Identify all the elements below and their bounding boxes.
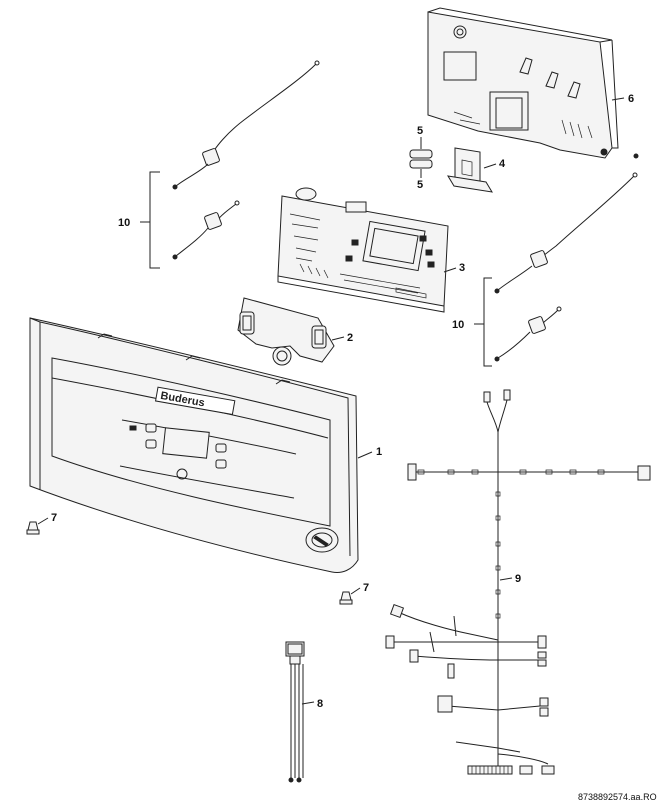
callout-label-7-left: 7: [51, 512, 57, 524]
callout-label-5-top: 5: [417, 125, 423, 137]
callout-label-1: 1: [376, 446, 382, 458]
document-reference: 8738892574.aa.RO: [578, 792, 657, 802]
screw-part-7-left: [26, 521, 40, 535]
button-holder-part-2: [237, 297, 335, 366]
sensor-cable-part-10-right-upper: [494, 172, 638, 294]
callout-label-7-right: 7: [363, 582, 369, 594]
sensor-cable-part-10-right-lower: [494, 306, 562, 362]
callout-label-10-left: 10: [118, 217, 130, 229]
bracket-part-4: [447, 147, 493, 193]
wiring-harness-part-9: [385, 389, 651, 775]
callout-label-2: 2: [347, 332, 353, 344]
fuse-part-5-bottom: [409, 159, 433, 169]
callout-label-6: 6: [628, 93, 634, 105]
callout-label-5-bottom: 5: [417, 179, 423, 191]
circuit-board-part-3: [277, 187, 449, 313]
callout-label-10-right: 10: [452, 319, 464, 331]
callout-10-right: 10: [452, 277, 492, 367]
callout-label-9: 9: [515, 573, 521, 585]
sensor-cable-part-10-left-lower: [172, 200, 240, 260]
front-panel-part-1: Buderus: [29, 317, 359, 573]
screw-part-7-right: [339, 591, 353, 605]
callout-6: 6: [611, 93, 634, 105]
sensor-cable-part-10-left-upper: [172, 60, 320, 190]
callout-label-8: 8: [317, 698, 323, 710]
callout-label-3: 3: [459, 262, 465, 274]
rear-housing-part-6: [427, 7, 639, 159]
fuse-part-5-top: [409, 149, 433, 159]
callout-10-left: 10: [118, 171, 160, 269]
callout-label-4: 4: [499, 158, 506, 170]
connector-cable-part-8: [285, 641, 305, 783]
